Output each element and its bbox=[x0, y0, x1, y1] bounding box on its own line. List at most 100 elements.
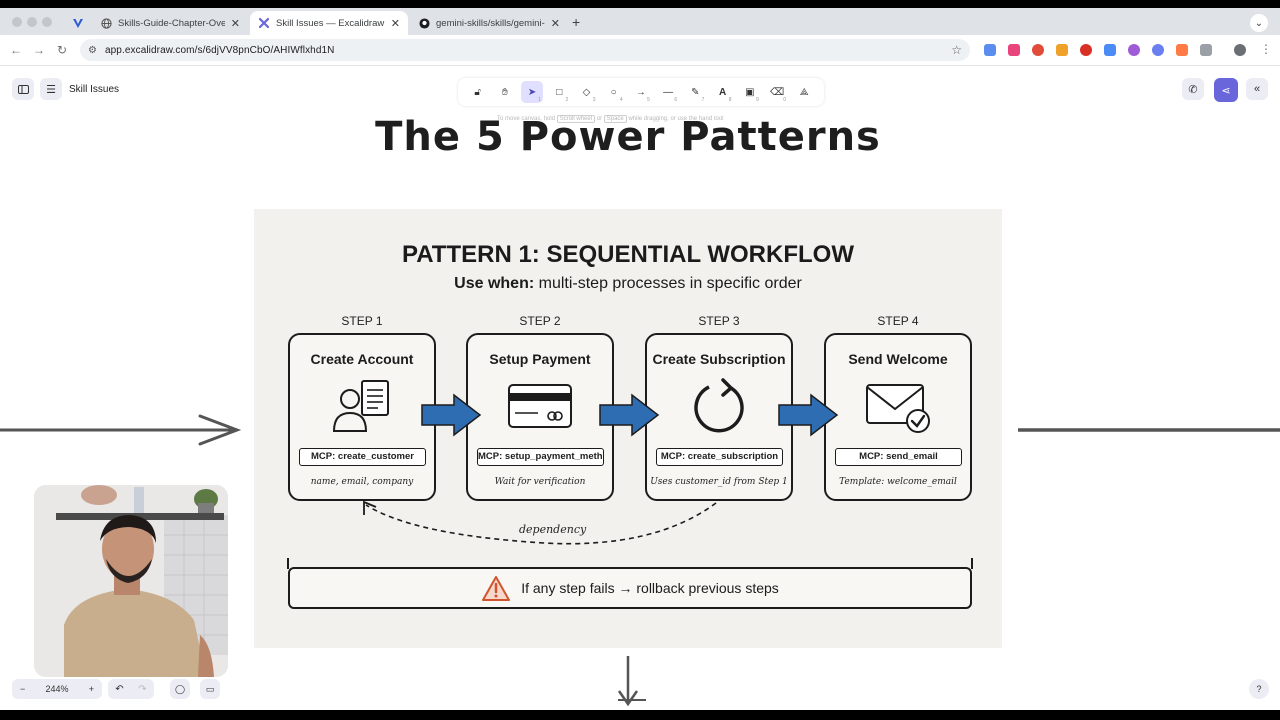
tool-lock[interactable]: 🔓︎ bbox=[467, 81, 489, 103]
tab-search-chevron-icon[interactable]: ⌄ bbox=[1250, 14, 1268, 32]
help-icon[interactable]: ? bbox=[1249, 679, 1269, 699]
extension-icon[interactable] bbox=[1128, 44, 1140, 56]
step-card: Send Welcome MCP: send_email Template: w… bbox=[824, 333, 972, 501]
pattern-title: PATTERN 1: SEQUENTIAL WORKFLOW bbox=[402, 241, 854, 268]
bookmark-star-icon[interactable]: ☆ bbox=[951, 43, 962, 57]
redo-icon[interactable]: ↷ bbox=[138, 683, 147, 695]
tool-diamond[interactable]: ◇3 bbox=[575, 81, 597, 104]
step-card: Create Account MCP: create_customer name… bbox=[288, 333, 436, 501]
zoom-level[interactable]: 244% bbox=[45, 684, 69, 694]
browser-menu-icon[interactable]: ⋮ bbox=[1260, 42, 1272, 56]
extension-icon[interactable] bbox=[1080, 44, 1092, 56]
ellipse-icon: ○ bbox=[610, 86, 617, 98]
account-document-icon bbox=[332, 380, 389, 432]
undo-redo-controls: ↶ ↷ bbox=[108, 679, 154, 699]
extensions-puzzle-icon[interactable] bbox=[1200, 44, 1212, 56]
presentation-icon[interactable]: ▭ bbox=[200, 679, 220, 699]
document-name[interactable]: Skill Issues bbox=[69, 84, 120, 95]
tool-selection[interactable]: ➤1 bbox=[521, 81, 544, 103]
zoom-out-button[interactable]: − bbox=[20, 684, 26, 694]
refresh-cycle-icon bbox=[694, 378, 744, 433]
down-connector-arrow[interactable] bbox=[617, 656, 646, 707]
extra-tools-icon: ⟁ bbox=[799, 86, 809, 98]
step-note: Wait for verification bbox=[494, 477, 586, 487]
pattern-image[interactable]: PATTERN 1: SEQUENTIAL WORKFLOW Use when:… bbox=[254, 209, 1002, 648]
tool-line[interactable]: —6 bbox=[657, 81, 679, 104]
zoom-in-button[interactable]: + bbox=[88, 684, 94, 694]
flow-arrows bbox=[287, 393, 973, 569]
url-text: app.excalidraw.com/s/6djVV8pnCbO/AHIWflx… bbox=[104, 44, 335, 56]
extension-icon[interactable] bbox=[1056, 44, 1068, 56]
extension-icon[interactable] bbox=[1152, 44, 1164, 56]
address-bar[interactable]: ⚙ app.excalidraw.com/s/6djVV8pnCbO/AHIWf… bbox=[80, 39, 970, 61]
rollback-box: If any step fails → rollback previous st… bbox=[288, 567, 972, 609]
tool-shortcut: 7 bbox=[701, 97, 705, 103]
browser-tab-excalidraw[interactable]: Skill Issues — Excalidraw Plus ✕ bbox=[250, 11, 408, 35]
hint-text: while dragging, or use the hand tool bbox=[628, 116, 724, 122]
bracket-line bbox=[287, 558, 973, 569]
tool-rectangle[interactable]: □2 bbox=[548, 81, 570, 104]
zoom-controls: − 244% + bbox=[12, 679, 102, 699]
credit-card-icon bbox=[508, 384, 572, 428]
excalidraw-app: ☰ Skill Issues 🔓︎ ✋︎ ➤1 □2 ◇3 ○4 →5 —6 ✎… bbox=[0, 66, 1280, 710]
left-connector-arrow[interactable] bbox=[0, 414, 242, 446]
reload-icon[interactable]: ↻ bbox=[57, 43, 68, 57]
site-settings-icon[interactable]: ⚙ bbox=[88, 44, 97, 56]
extension-icon[interactable] bbox=[1008, 44, 1020, 56]
forward-arrow-icon[interactable]: → bbox=[33, 43, 45, 57]
share-icon: ⋖ bbox=[1221, 84, 1231, 97]
tab-title: Skill Issues — Excalidraw Plus bbox=[276, 17, 385, 29]
tab-title: Skills-Guide-Chapter-Overvi bbox=[118, 17, 225, 29]
close-tab-icon[interactable]: ✕ bbox=[390, 17, 400, 30]
hand-icon: ✋︎ bbox=[501, 86, 508, 98]
share-button[interactable]: ⋖ bbox=[1214, 78, 1238, 102]
browser-tab-pinned[interactable] bbox=[64, 11, 92, 35]
lock-icon: 🔓︎ bbox=[474, 86, 481, 98]
tool-hand[interactable]: ✋︎ bbox=[494, 81, 516, 103]
main-menu-icon[interactable]: ☰ bbox=[40, 78, 62, 100]
hint-key: Space bbox=[603, 115, 627, 123]
extension-icon[interactable] bbox=[1104, 44, 1116, 56]
collapse-sidebar-icon[interactable]: « bbox=[1246, 78, 1268, 100]
back-arrow-icon[interactable]: ← bbox=[10, 43, 22, 57]
step-title: Create Subscription bbox=[652, 351, 786, 367]
tool-image[interactable]: ▣9 bbox=[739, 81, 761, 104]
step-title: Send Welcome bbox=[848, 351, 948, 367]
window-minimize-button[interactable] bbox=[27, 17, 37, 27]
tool-ellipse[interactable]: ○4 bbox=[603, 81, 625, 104]
library-sidebar-icon[interactable] bbox=[12, 78, 34, 100]
undo-icon[interactable]: ↶ bbox=[115, 683, 124, 695]
canvas-title[interactable]: The 5 Power Patterns bbox=[375, 114, 881, 160]
step-label: STEP 1 bbox=[341, 314, 383, 328]
profile-avatar-icon[interactable] bbox=[1234, 44, 1246, 56]
close-tab-icon[interactable]: ✕ bbox=[230, 17, 240, 30]
browser-tab-github[interactable]: gemini-skills/skills/gemini-ap ✕ bbox=[410, 11, 568, 35]
use-when-label: Use when: bbox=[454, 275, 535, 292]
browser-tab-skills-guide[interactable]: Skills-Guide-Chapter-Overvi ✕ bbox=[92, 11, 248, 35]
step-note: name, email, company bbox=[310, 477, 414, 487]
step-label: STEP 2 bbox=[519, 314, 561, 328]
github-icon bbox=[418, 17, 430, 29]
close-tab-icon[interactable]: ✕ bbox=[550, 17, 560, 30]
tool-arrow[interactable]: →5 bbox=[630, 81, 652, 104]
rectangle-icon: □ bbox=[556, 86, 563, 98]
tool-draw[interactable]: ✎7 bbox=[684, 81, 706, 104]
window-close-button[interactable] bbox=[12, 17, 22, 27]
extension-icon[interactable] bbox=[984, 44, 996, 56]
window-zoom-button[interactable] bbox=[42, 17, 52, 27]
tool-shortcut: 0 bbox=[783, 97, 787, 103]
extension-icon[interactable] bbox=[1176, 44, 1188, 56]
hint-key: Scroll wheel bbox=[556, 115, 596, 123]
webcam-person-image bbox=[34, 485, 228, 677]
step-note: Template: welcome_email bbox=[839, 477, 957, 487]
eraser-icon: ⌫ bbox=[769, 86, 785, 98]
comments-icon[interactable]: ◯ bbox=[170, 679, 190, 699]
extension-icon[interactable] bbox=[1032, 44, 1044, 56]
call-phone-icon[interactable]: ✆ bbox=[1182, 78, 1204, 100]
tool-eraser[interactable]: ⌫0 bbox=[766, 81, 788, 104]
new-tab-button[interactable]: + bbox=[572, 14, 581, 30]
tool-extra[interactable]: ⟁ bbox=[793, 81, 815, 103]
draw-icon: ✎ bbox=[691, 86, 700, 98]
tool-shortcut: 8 bbox=[728, 97, 732, 103]
